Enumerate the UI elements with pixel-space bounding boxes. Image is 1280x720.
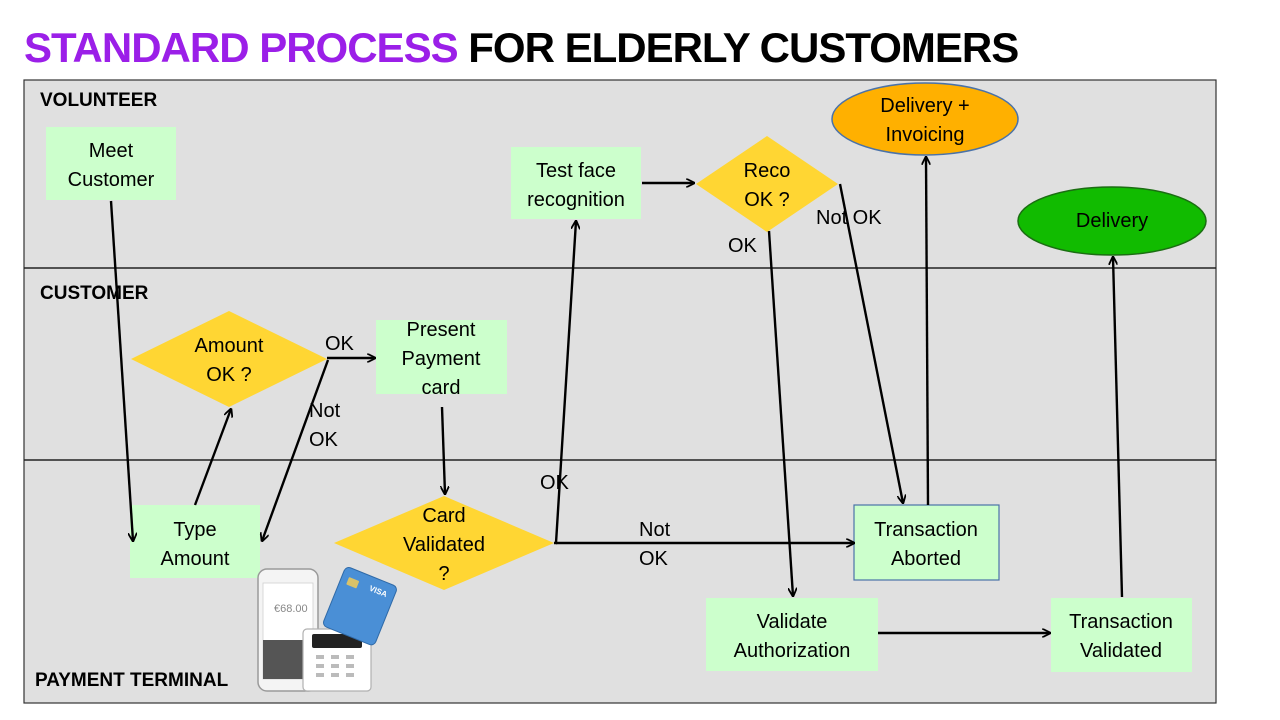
payment-terminal-image: €68.00 VISA [257, 567, 397, 692]
edge-label-card-ok: OK [540, 472, 570, 494]
node-type-amount-line1: Type [173, 519, 216, 541]
node-transaction-validated-line1: Transaction [1069, 611, 1173, 633]
node-transaction-aborted-line2: Aborted [891, 548, 961, 570]
node-delivery-line1: Delivery [1076, 210, 1148, 232]
node-meet-customer: Meet Customer [46, 127, 176, 200]
edge-label-reco-ok: OK [728, 235, 758, 257]
edge-label-amount-not-ok-1: Not [309, 400, 341, 422]
node-reco-ok-line2: OK ? [744, 189, 790, 211]
node-type-amount-line2: Amount [161, 548, 230, 570]
node-transaction-aborted-line1: Transaction [874, 519, 978, 541]
node-transaction-aborted: Transaction Aborted [853, 504, 1000, 581]
node-reco-ok-decision: Reco OK ? [696, 136, 838, 232]
node-present-payment-card-line3: card [422, 377, 461, 399]
node-card-validated-line1: Card [422, 505, 465, 527]
edge-label-card-not-ok-2: OK [639, 548, 669, 570]
node-type-amount: Type Amount [130, 505, 260, 578]
node-present-payment-card: Present Payment card [376, 319, 507, 399]
node-amount-ok-line1: Amount [195, 335, 264, 357]
edge-present-card-to-card-validated [442, 406, 445, 494]
phone-amount-display: €68.00 [274, 603, 308, 615]
page-title: STANDARD PROCESS FOR ELDERLY CUSTOMERS [24, 22, 1019, 74]
edge-amount-not-ok-to-type-amount [262, 359, 330, 541]
credit-card: VISA [323, 567, 397, 646]
node-card-validated-line3: ? [438, 563, 449, 585]
node-amount-ok-decision: Amount OK ? [131, 311, 327, 407]
edge-reco-ok-to-validate-authorization [767, 230, 793, 596]
edge-label-amount-not-ok-2: OK [309, 429, 339, 451]
node-test-face-recognition-line2: recognition [527, 189, 625, 211]
node-validate-authorization: Validate Authorization [706, 598, 878, 671]
edge-label-amount-ok: OK [325, 333, 355, 355]
lane-label-volunteer: VOLUNTEER [40, 90, 157, 111]
node-delivery-invoicing: Delivery + Invoicing [831, 82, 1019, 156]
node-transaction-validated-line2: Validated [1080, 640, 1162, 662]
lane-label-customer: CUSTOMER [40, 283, 149, 304]
node-delivery: Delivery [1017, 186, 1207, 256]
edge-transaction-validated-to-delivery [1113, 257, 1124, 598]
node-card-validated-decision: Card Validated ? [334, 496, 554, 590]
title-rest: FOR ELDERLY CUSTOMERS [457, 24, 1019, 71]
node-transaction-validated: Transaction Validated [1051, 598, 1192, 672]
node-present-payment-card-line2: Payment [402, 348, 481, 370]
lane-label-payment-terminal: PAYMENT TERMINAL [35, 670, 229, 691]
edge-type-amount-to-amount-ok [193, 409, 231, 506]
node-test-face-recognition-line1: Test face [536, 160, 616, 182]
edge-label-card-not-ok-1: Not [639, 519, 671, 541]
node-validate-authorization-line2: Authorization [734, 640, 851, 662]
node-present-payment-card-line1: Present [407, 319, 476, 341]
node-meet-customer-line2: Customer [68, 169, 155, 191]
node-card-validated-line2: Validated [403, 534, 485, 556]
node-reco-ok-line1: Reco [744, 160, 791, 182]
node-validate-authorization-line1: Validate [757, 611, 828, 633]
node-delivery-invoicing-line1: Delivery + [880, 95, 969, 117]
node-test-face-recognition: Test face recognition [511, 147, 641, 219]
edge-reco-not-ok-to-transaction-aborted [838, 183, 903, 503]
node-amount-ok-line2: OK ? [206, 364, 252, 386]
edge-meet-to-type-amount [109, 200, 133, 541]
title-accent: STANDARD PROCESS [24, 24, 459, 71]
node-delivery-invoicing-line2: Invoicing [886, 124, 965, 146]
edge-transaction-aborted-to-delivery-invoicing [926, 157, 928, 506]
edge-label-reco-not-ok: Not OK [816, 207, 882, 229]
node-meet-customer-line1: Meet [89, 140, 134, 162]
